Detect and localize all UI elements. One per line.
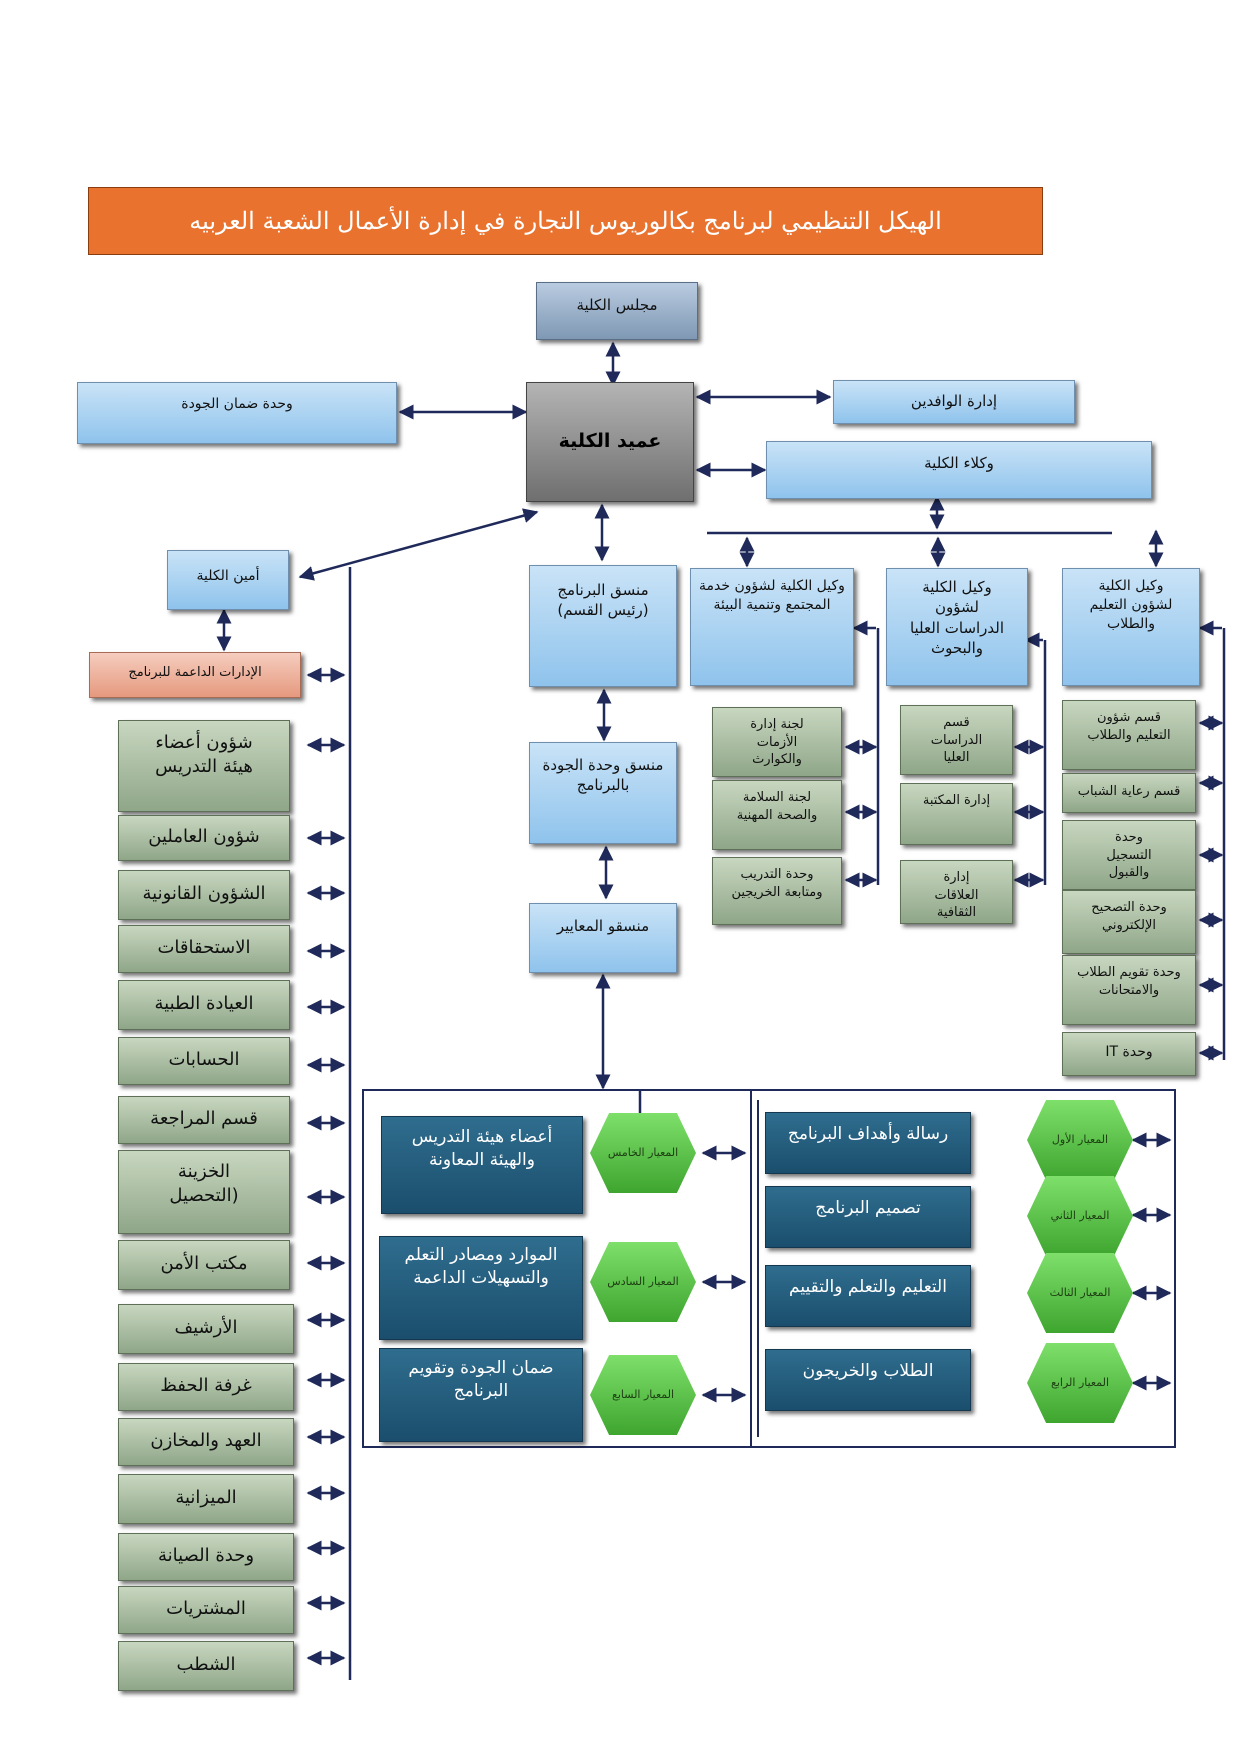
community-unit: لجنة إدارة الأزمات والكوارث (712, 707, 842, 777)
expatriates-box: إدارة الوافدين (833, 380, 1075, 424)
vice-dean-education-box: وكيل الكلية لشؤون التعليم والطلاب (1062, 568, 1200, 686)
standard-box: رسالة وأهداف البرنامج (765, 1112, 971, 1174)
admin-unit: المشتريات (118, 1586, 294, 1634)
standard-hex: المعيار الخامس (590, 1113, 696, 1193)
admin-unit: الشؤون القانونية (118, 870, 290, 920)
standard-box: أعضاء هيئة التدريس والهيئة المعاونة (381, 1116, 583, 1214)
vice-dean-graduate-box: وكيل الكلية لشؤون الدراسات العليا والبحو… (886, 568, 1028, 686)
community-unit: وحدة التدريب ومتابعة الخريجين (712, 857, 842, 925)
standard-box: الموارد ومصادر التعلم والتسهيلات الداعمة (379, 1236, 583, 1340)
admin-unit: الشطب (118, 1641, 294, 1691)
college-secretary-box: أمين الكلية (167, 550, 289, 610)
standard-hex: المعيار الثالث (1027, 1253, 1133, 1333)
admin-unit: مكتب الأمن (118, 1240, 290, 1290)
standard-box: تصميم البرنامج (765, 1186, 971, 1248)
standards-coordinators-box: منسقو المعايير (529, 903, 677, 973)
dean-box: عميد الكلية (526, 382, 694, 502)
education-unit: وحدة التصحيح الإلكتروني (1062, 890, 1196, 954)
standard-hex: المعيار الثاني (1027, 1176, 1133, 1256)
education-unit: وحدة التسجيل والقبول (1062, 820, 1196, 890)
admin-unit: غرفة الحفظ (118, 1363, 294, 1411)
graduate-unit: قسم الدراسات العليا (900, 705, 1013, 775)
education-unit: قسم رعاية الشباب (1062, 773, 1196, 813)
vice-deans-box: وكلاء الكلية (766, 441, 1152, 499)
admin-unit: الميزانية (118, 1474, 294, 1524)
standard-hex: المعيار السابع (590, 1355, 696, 1435)
standard-hex: المعيار السادس (590, 1242, 696, 1322)
admin-unit: العيادة الطبية (118, 980, 290, 1030)
admin-unit: الحسابات (118, 1037, 290, 1085)
education-unit: وحدة IT (1062, 1032, 1196, 1076)
admin-unit: قسم المراجعة (118, 1096, 290, 1144)
chart-title: الهيكل التنظيمي لبرنامج بكالوريوس التجار… (88, 187, 1043, 255)
education-unit: وحدة تقويم الطلاب والامتحانات (1062, 955, 1196, 1025)
support-departments-box: الإدارات الداعمة للبرنامج (89, 652, 301, 698)
vice-dean-community-box: وكيل الكلية لشؤون خدمة المجتمع وتنمية ال… (690, 568, 854, 686)
standard-hex: المعيار الأول (1027, 1100, 1133, 1180)
program-coordinator-box: منسق البرنامج (رئيس القسم) (529, 565, 677, 687)
education-unit: قسم شؤون التعليم والطلاب (1062, 700, 1196, 770)
college-council-box: مجلس الكلية (536, 282, 698, 340)
admin-unit: شؤون أعضاء هيئة التدريس (118, 720, 290, 812)
admin-unit: الأرشيف (118, 1304, 294, 1354)
admin-unit: العهد والمخازن (118, 1418, 294, 1466)
standard-box: التعليم والتعلم والتقييم (765, 1265, 971, 1327)
admin-unit: شؤون العاملين (118, 815, 290, 861)
admin-unit: وحدة الصيانة (118, 1533, 294, 1581)
community-unit: لجنة السلامة والصحة المهنية (712, 780, 842, 850)
standard-hex: المعيار الرابع (1027, 1343, 1133, 1423)
quality-coordinator-box: منسق وحدة الجودة بالبرنامج (529, 742, 677, 844)
standard-box: ضمان الجودة وتقويم البرنامج (379, 1348, 583, 1442)
standard-box: الطلاب والخريجون (765, 1349, 971, 1411)
graduate-unit: إدارة المكتبة (900, 783, 1013, 845)
graduate-unit: إدارة العلاقات الثقافية (900, 860, 1013, 924)
quality-unit-box: وحدة ضمان الجودة (77, 382, 397, 444)
admin-unit: الاستحقاقات (118, 925, 290, 973)
admin-unit: الخزينة (التحصيل (118, 1150, 290, 1234)
